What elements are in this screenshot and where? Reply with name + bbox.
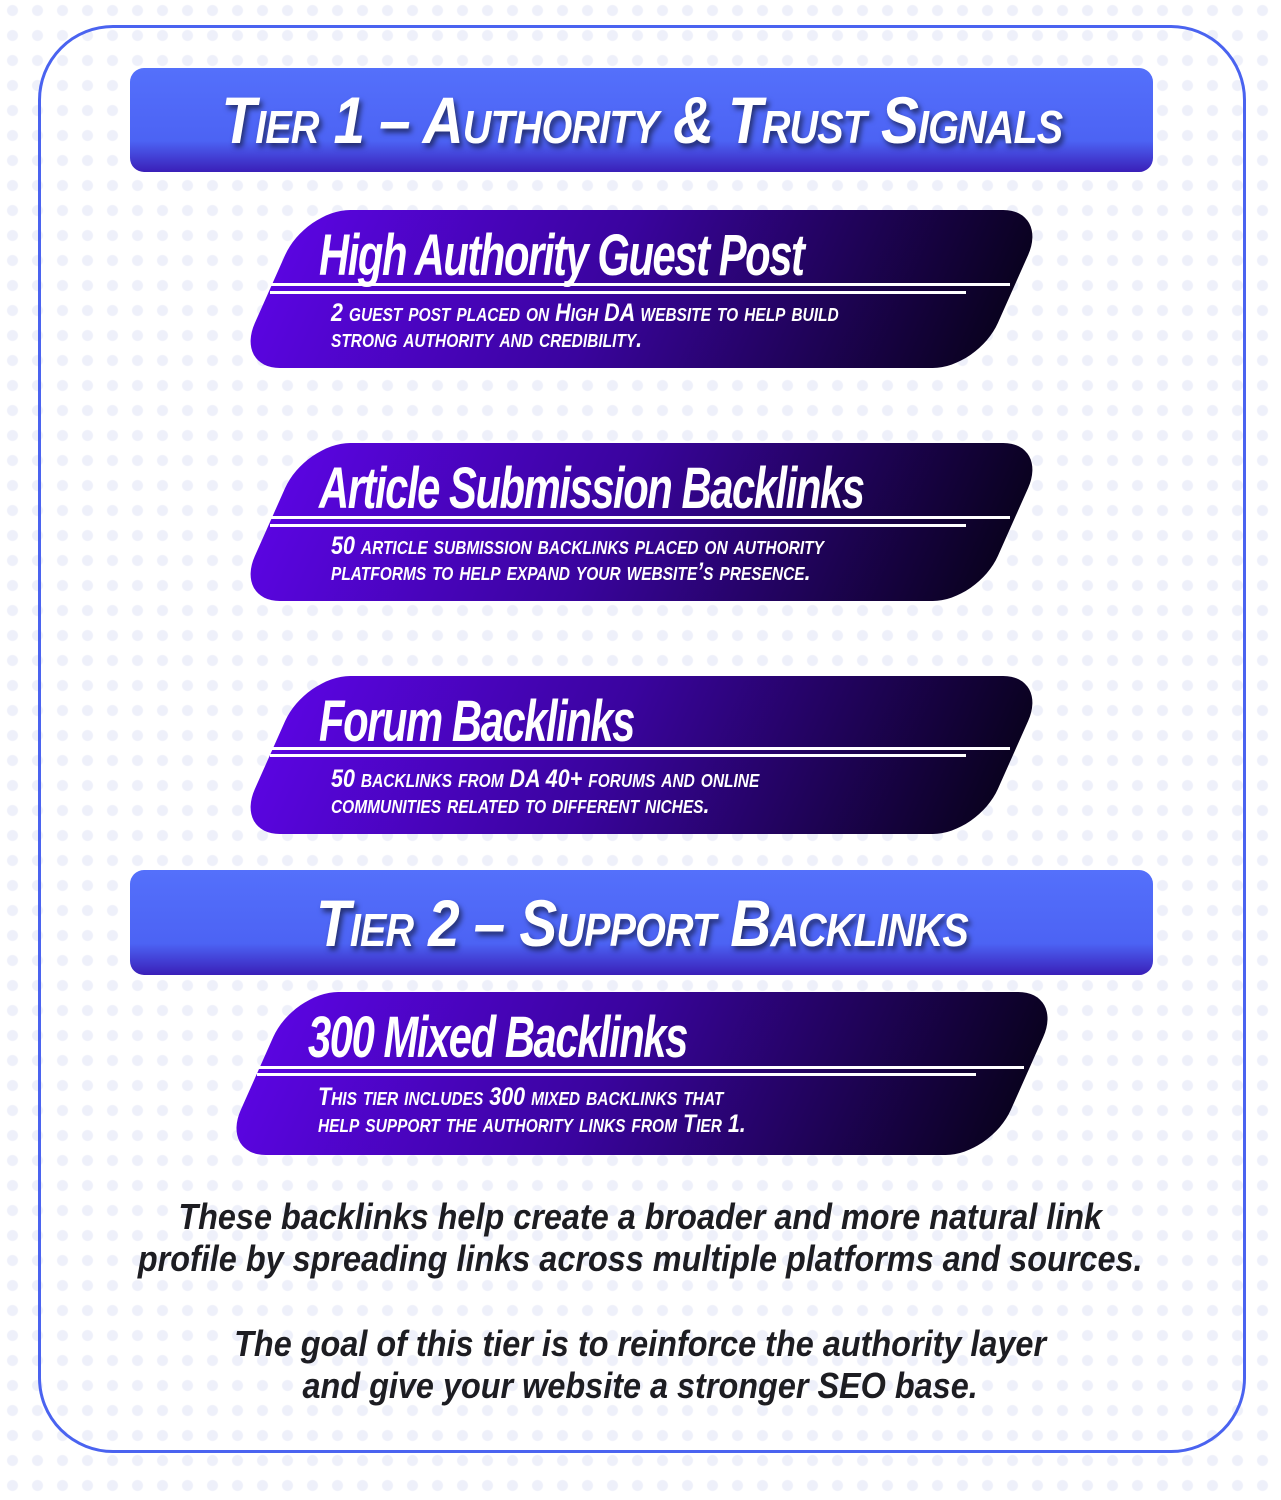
card-title: High Authority Guest Post (319, 223, 805, 288)
service-card: 300 Mixed Backlinks This tier includes 3… (220, 992, 1064, 1155)
tier-1-header: Tier 1 – Authority & Trust Signals (130, 68, 1153, 172)
paragraph-line: The goal of this tier is to reinforce th… (234, 1323, 1047, 1364)
paragraph-line: profile by spreading links across multip… (138, 1238, 1143, 1279)
tier-2-header: Tier 2 – Support Backlinks (130, 870, 1153, 975)
service-card: Article Submission Backlinks 50 article … (234, 443, 1049, 601)
card-desc-line: communities related to different niches. (331, 791, 710, 819)
card-desc-line: This tier includes 300 mixed backlinks t… (318, 1083, 724, 1111)
card-desc-line: 2 guest post placed on High DA website t… (331, 299, 839, 327)
card-title: Forum Backlinks (319, 689, 635, 754)
card-desc-line: help support the authority links from Ti… (318, 1110, 746, 1138)
goal-paragraph: The goal of this tier is to reinforce th… (0, 1323, 1281, 1407)
card-title: Article Submission Backlinks (319, 456, 865, 521)
card-desc-line: platforms to help expand your website’s … (331, 558, 811, 586)
service-card: High Authority Guest Post 2 guest post p… (234, 210, 1049, 368)
content-frame (38, 25, 1246, 1453)
tier-2-title: Tier 2 – Support Backlinks (315, 885, 969, 960)
card-desc-line: 50 article submission backlinks placed o… (331, 532, 824, 560)
tier-1-title: Tier 1 – Authority & Trust Signals (221, 83, 1063, 157)
card-title: 300 Mixed Backlinks (308, 1005, 688, 1070)
card-desc-line: strong authority and credibility. (331, 325, 643, 353)
card-desc-line: 50 backlinks from DA 40+ forums and onli… (331, 765, 760, 793)
service-card: Forum Backlinks 50 backlinks from DA 40+… (234, 676, 1049, 834)
paragraph-line: These backlinks help create a broader an… (178, 1196, 1103, 1237)
paragraph-line: and give your website a stronger SEO bas… (302, 1365, 979, 1406)
summary-paragraph: These backlinks help create a broader an… (0, 1196, 1281, 1280)
